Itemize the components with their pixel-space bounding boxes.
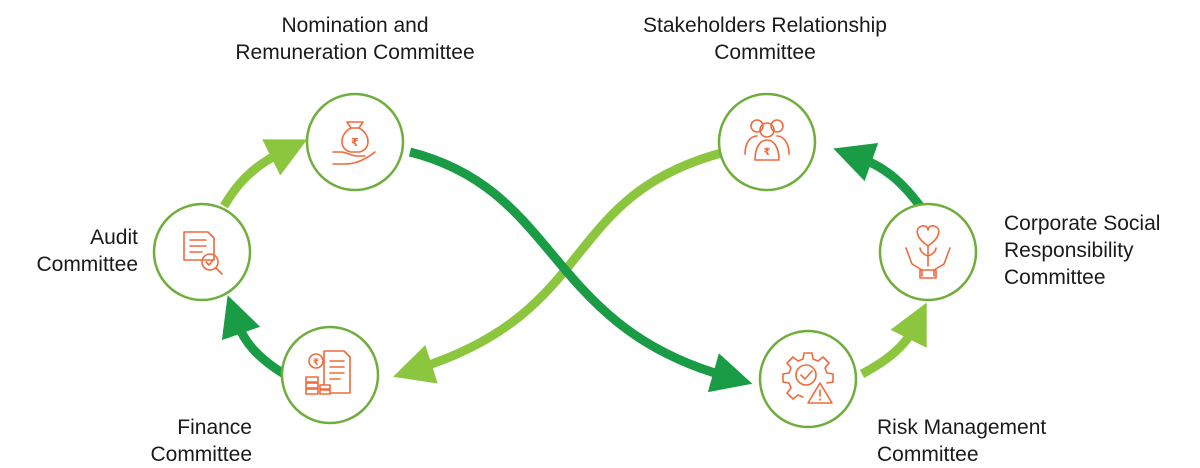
node-finance: ₹ (280, 325, 380, 425)
label-nomination: Nomination and Remuneration Committee (190, 12, 520, 66)
money-bag-hand-icon: ₹ (332, 121, 376, 165)
label-stakeholders-line1: Stakeholders Relationship (643, 14, 887, 37)
label-csr-line3: Committee (1004, 266, 1106, 289)
node-risk (758, 329, 858, 429)
label-risk-line1: Risk Management (877, 416, 1047, 439)
label-finance-line1: Finance (177, 416, 252, 439)
label-audit: Audit Committee (10, 224, 138, 278)
label-risk: Risk Management Committee (877, 414, 1117, 468)
svg-text:₹: ₹ (313, 358, 319, 368)
arrow-csr-to-stakeholders (833, 143, 924, 209)
finance-document-coins-icon: ₹ (305, 350, 351, 395)
label-nomination-line2: Remuneration Committee (235, 41, 475, 64)
document-magnifier-icon (183, 231, 223, 275)
stakeholders-group-icon: ₹ (744, 119, 790, 161)
label-csr-line2: Responsibility (1004, 239, 1134, 262)
node-csr (878, 202, 978, 302)
label-stakeholders-line2: Committee (714, 41, 816, 64)
svg-text:₹: ₹ (764, 147, 771, 158)
svg-text:₹: ₹ (351, 136, 359, 149)
arrow-finance-to-audit (221, 295, 287, 378)
label-finance-line2: Committee (150, 443, 252, 466)
label-audit-line1: Audit (90, 226, 138, 249)
label-finance: Finance Committee (100, 414, 252, 468)
label-csr-line1: Corporate Social (1004, 212, 1161, 235)
label-csr: Corporate Social Responsibility Committe… (1004, 210, 1194, 291)
node-audit (152, 202, 252, 302)
label-audit-line2: Committee (36, 253, 138, 276)
arrow-nomination-to-risk (408, 147, 753, 393)
arrow-audit-to-nomination (220, 139, 308, 209)
node-stakeholders: ₹ (717, 92, 817, 192)
label-stakeholders: Stakeholders Relationship Committee (595, 12, 935, 66)
arrow-stakeholders-to-finance (393, 147, 727, 384)
node-nomination: ₹ (305, 92, 405, 192)
gear-warning-icon (782, 352, 834, 404)
heart-plant-hands-icon (905, 225, 951, 279)
label-risk-line2: Committee (877, 443, 979, 466)
label-nomination-line1: Nomination and (281, 14, 429, 37)
arrow-risk-to-csr (859, 302, 927, 378)
